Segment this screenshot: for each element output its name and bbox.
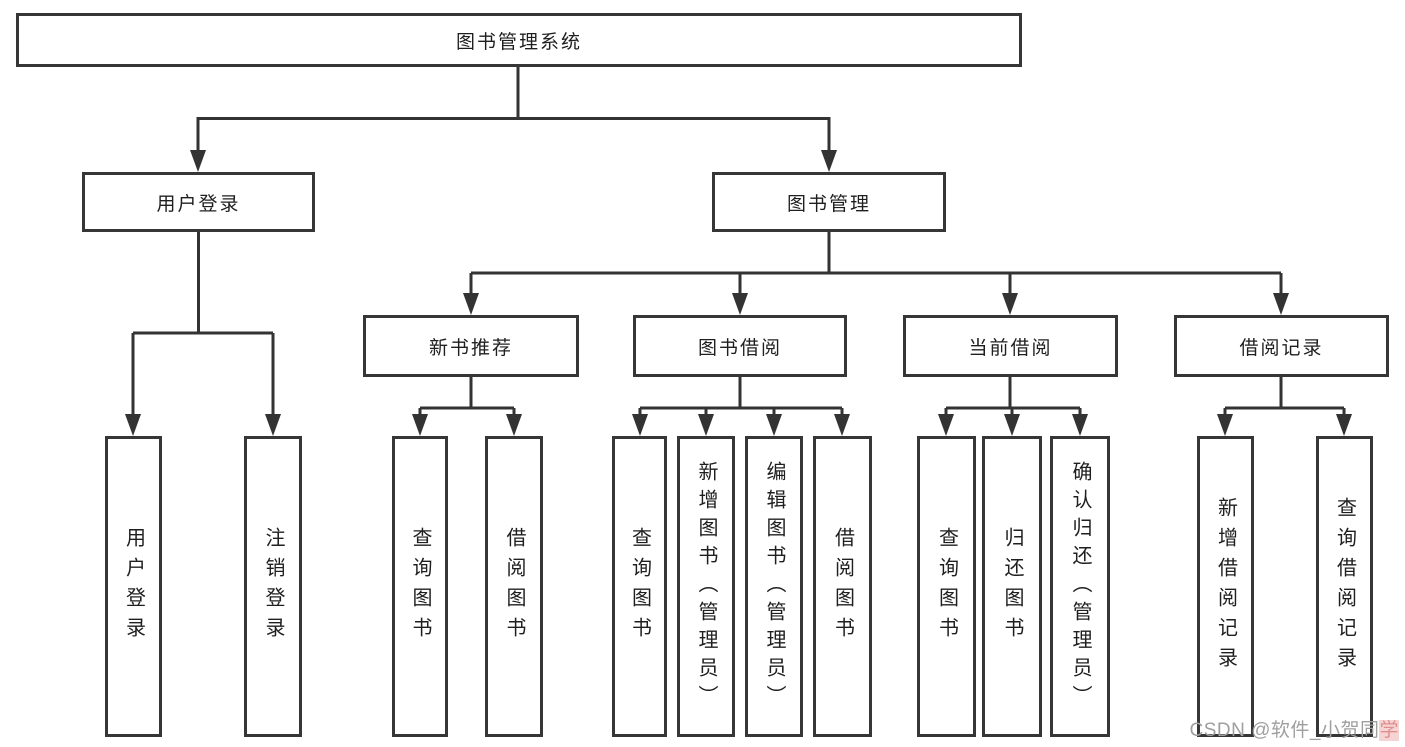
node-current-borrow: 当前借阅 — [903, 315, 1118, 377]
arrowhead-icons — [125, 150, 1352, 436]
node-new-book-recommend: 新书推荐 — [363, 315, 579, 377]
node-book-management: 图书管理 — [712, 172, 946, 232]
node-root-system: 图书管理系统 — [16, 13, 1022, 67]
leaf-query-book-borrow: 查询图书 — [612, 436, 667, 737]
leaf-query-book-current: 查询图书 — [917, 436, 976, 737]
leaf-borrow-book-recommend: 借阅图书 — [485, 436, 543, 737]
leaf-edit-book-admin: 编辑图书（管理员） — [745, 436, 803, 737]
watermark-accent-text: 学 — [1379, 720, 1399, 741]
leaf-confirm-return-admin: 确认归还（管理员） — [1050, 436, 1110, 737]
leaf-borrow-book: 借阅图书 — [813, 436, 872, 737]
node-book-borrow: 图书借阅 — [633, 315, 847, 377]
leaf-user-login: 用户登录 — [105, 436, 162, 737]
leaf-logout-login: 注销登录 — [244, 436, 302, 737]
leaf-query-borrow-record: 查询借阅记录 — [1316, 436, 1373, 737]
watermark-text: CSDN @软件_小贺同 — [1189, 720, 1380, 741]
node-borrow-records: 借阅记录 — [1174, 315, 1389, 377]
node-user-login: 用户登录 — [82, 172, 315, 232]
csdn-watermark: CSDN @软件_小贺同学 — [1189, 715, 1399, 742]
leaf-add-book-admin: 新增图书（管理员） — [677, 436, 735, 737]
leaf-return-book: 归还图书 — [982, 436, 1042, 737]
leaf-add-borrow-record: 新增借阅记录 — [1197, 436, 1254, 737]
leaf-query-book-recommend: 查询图书 — [392, 436, 448, 737]
